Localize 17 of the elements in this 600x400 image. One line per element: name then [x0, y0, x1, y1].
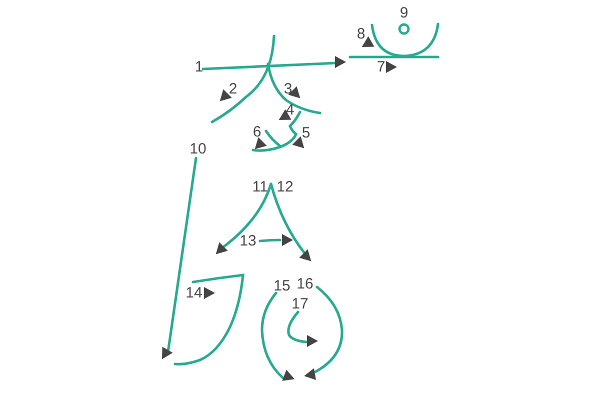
stroke-number: 13 [240, 234, 256, 248]
stroke-number: 3 [284, 82, 292, 96]
stroke-number: 9 [400, 6, 408, 20]
stroke-number: 2 [228, 82, 238, 96]
stroke-number: 16 [296, 276, 314, 292]
stroke-number: 7 [376, 60, 386, 74]
stroke-number: 12 [276, 180, 294, 194]
stroke-number: 1 [194, 60, 204, 74]
stroke-number: 8 [356, 26, 366, 42]
stroke-number: 11 [252, 180, 268, 194]
stroke-number: 17 [292, 296, 308, 312]
stroke-number: 6 [252, 124, 262, 140]
stroke-number: 15 [274, 278, 290, 294]
stroke-number: 14 [186, 286, 202, 300]
stroke-number: 10 [190, 142, 206, 156]
stroke-number: 4 [286, 102, 294, 118]
stroke-number: 5 [302, 126, 310, 140]
